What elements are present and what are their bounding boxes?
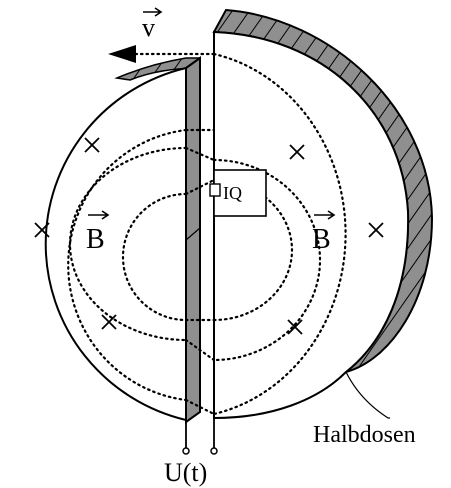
right-terminal <box>210 447 218 455</box>
cross-icon <box>368 222 384 238</box>
cross-icon <box>289 144 305 160</box>
orbit-inner-left <box>121 192 188 322</box>
particle-orbits <box>67 52 347 416</box>
orbit-link-6 <box>184 398 216 416</box>
velocity-vector-arrow-icon <box>143 7 163 17</box>
field-label-right: B <box>312 224 331 255</box>
orbit-link-3 <box>184 146 216 162</box>
left-terminal <box>182 447 190 455</box>
ion-source-label: IQ <box>223 183 242 203</box>
cross-icon <box>84 137 100 153</box>
left-dee-face <box>44 66 187 422</box>
field-crosses <box>34 137 384 335</box>
exit-arrow-icon <box>108 45 136 63</box>
field-left-vector-arrow-icon <box>88 210 110 220</box>
field-label-left: B <box>86 224 105 255</box>
voltage-label: U(t) <box>164 458 207 487</box>
halbdosen-label: Halbdosen <box>313 422 416 448</box>
cross-icon <box>101 314 117 330</box>
halbdosen-leader <box>345 371 390 419</box>
orbit-middle-left <box>68 146 188 342</box>
orbit-inner-right <box>212 178 294 322</box>
ion-source-box <box>213 169 267 217</box>
left-dee-wall <box>185 56 201 424</box>
orbit-link-4 <box>184 338 216 362</box>
left-wall-seam <box>185 227 201 241</box>
cross-icon <box>34 222 50 238</box>
ion-source-tab <box>209 183 221 197</box>
right-dee-face <box>213 30 410 420</box>
cross-icon <box>287 319 303 335</box>
velocity-label: v <box>142 13 155 42</box>
field-right-vector-arrow-icon <box>314 210 336 220</box>
orbit-link-1 <box>184 178 216 196</box>
